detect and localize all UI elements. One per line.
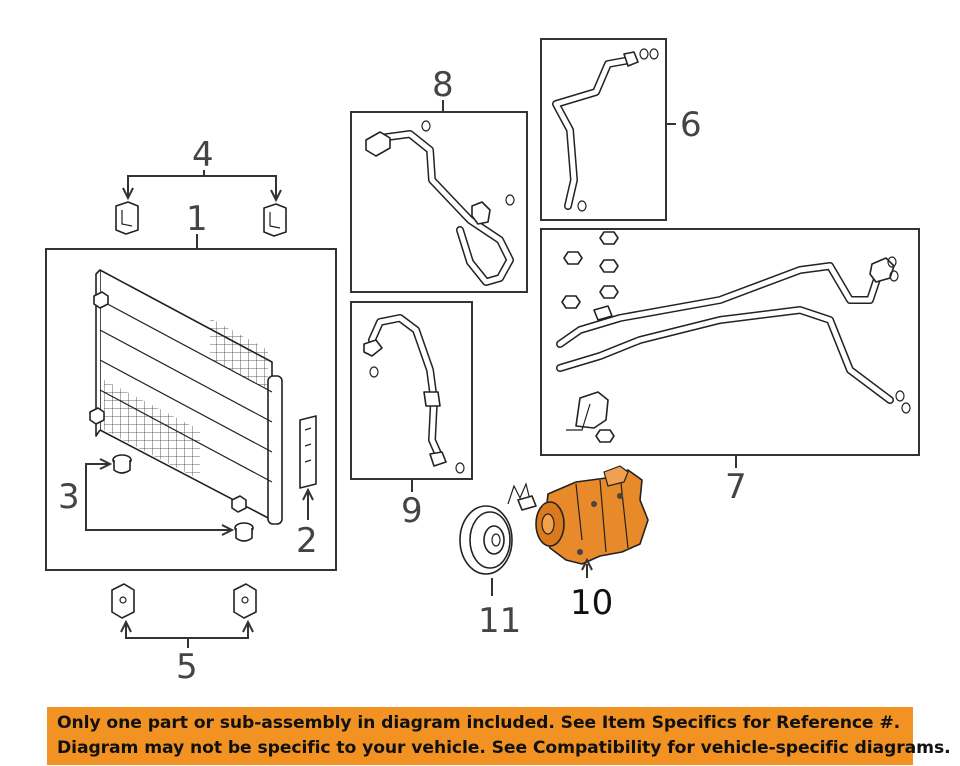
hose-box-9: [350, 301, 473, 480]
arrow-2: [302, 487, 314, 501]
condenser-box: [45, 248, 337, 571]
fittings-7: [561, 231, 911, 443]
callout-5: 5: [176, 647, 198, 687]
parts-diagram: 2 3 4 1: [45, 38, 920, 687]
hose-group-9: 9: [350, 301, 473, 531]
callout-8: 8: [432, 65, 454, 105]
compressor-part-10: 10: [535, 465, 649, 623]
hose-group-8: 8: [350, 65, 528, 293]
hose-box-8: [350, 111, 528, 293]
tube-group-6: 6: [540, 38, 702, 221]
grommet-part-3-bottom: [234, 522, 254, 542]
leader-3: [85, 463, 232, 531]
callout-10: 10: [570, 583, 613, 623]
condenser-part: [89, 269, 283, 525]
callout-3: 3: [58, 477, 80, 517]
leader-4: [127, 170, 277, 198]
bracket-part-5-right: [233, 583, 257, 619]
notice-line-1: Only one part or sub-assembly in diagram…: [57, 713, 901, 733]
notice-line-2: Diagram may not be specific to your vehi…: [57, 738, 951, 758]
bracket-part-4-left: [115, 201, 139, 235]
notice-banner: Only one part or sub-assembly in diagram…: [47, 707, 951, 765]
clutch-part-11: 11: [459, 482, 537, 641]
condenser-group: 2 3 4 1: [45, 135, 337, 687]
callout-4: 4: [192, 135, 214, 175]
callout-7: 7: [725, 467, 747, 507]
leader-5: [125, 624, 249, 648]
callout-1: 1: [186, 199, 208, 239]
callout-9: 9: [401, 491, 423, 531]
tube-box-7: [540, 228, 920, 456]
bracket-part-2: [299, 415, 317, 489]
tube-box-6: [540, 38, 667, 221]
callout-6: 6: [680, 105, 702, 145]
callout-11: 11: [478, 601, 521, 641]
bracket-part-5-left: [111, 583, 135, 619]
tube-group-7: 7: [540, 228, 920, 507]
grommet-part-3-top: [112, 454, 132, 474]
bracket-part-4-right: [263, 203, 287, 237]
callout-2: 2: [296, 521, 318, 561]
